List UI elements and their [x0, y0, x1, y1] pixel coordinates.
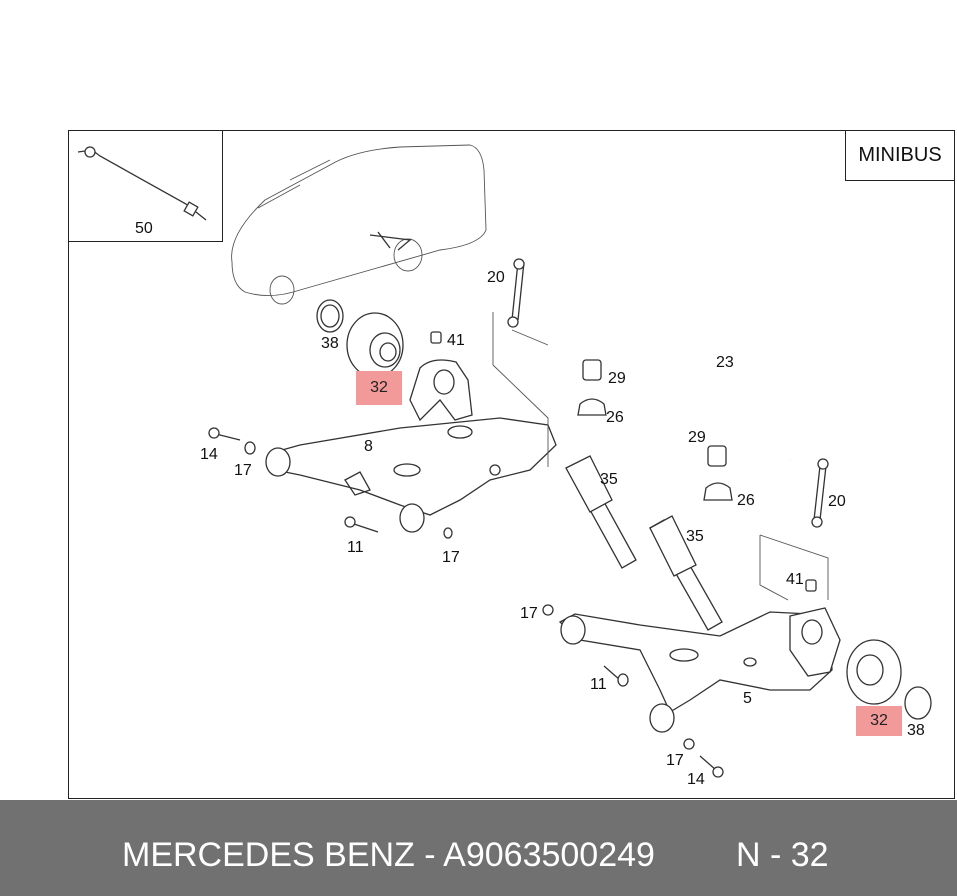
callout-brackets	[492, 312, 829, 601]
part-label: 26	[606, 409, 624, 426]
part-label: 35	[600, 471, 618, 488]
part-label: 20	[828, 493, 846, 510]
van-outline-drawing	[231, 144, 487, 305]
part-label: 11	[347, 539, 364, 556]
part-label: 14	[200, 446, 218, 463]
trailing-arm-left	[208, 417, 557, 539]
part-label: 14	[687, 771, 705, 788]
part-label: 5	[743, 690, 752, 707]
part-label: 17	[666, 752, 684, 769]
part-label: 29	[688, 429, 706, 446]
wheel-speed-sensor-drawing	[77, 146, 207, 221]
highlighted-part-label: 32	[856, 706, 902, 736]
stabilizer-bar	[507, 258, 829, 528]
sensor-inset	[68, 130, 223, 242]
shock-absorbers	[565, 455, 723, 631]
footer-bar: MERCEDES BENZ - A9063500249 N - 32	[0, 800, 957, 896]
highlighted-part-label: 32	[356, 371, 402, 405]
part-label: 17	[234, 462, 252, 479]
part-label: 41	[786, 571, 804, 588]
part-label: 8	[364, 438, 373, 455]
part-number-text: MERCEDES BENZ - A9063500249	[122, 836, 655, 874]
part-label: 38	[907, 722, 925, 739]
page-reference-text: N - 32	[736, 836, 829, 874]
diagram-frame	[68, 130, 955, 799]
part-label: 29	[608, 370, 626, 387]
part-label: 38	[321, 335, 339, 352]
part-label: 17	[520, 605, 538, 622]
part-label: 35	[686, 528, 704, 545]
part-label: 23	[716, 354, 734, 371]
trailing-arm-right	[542, 579, 932, 778]
part-label: 11	[590, 676, 607, 693]
part-label: 50	[135, 220, 153, 237]
variant-label: MINIBUS	[845, 130, 955, 181]
part-label: 26	[737, 492, 755, 509]
part-label: 17	[442, 549, 460, 566]
part-label: 20	[487, 269, 505, 286]
part-label: 41	[447, 332, 465, 349]
